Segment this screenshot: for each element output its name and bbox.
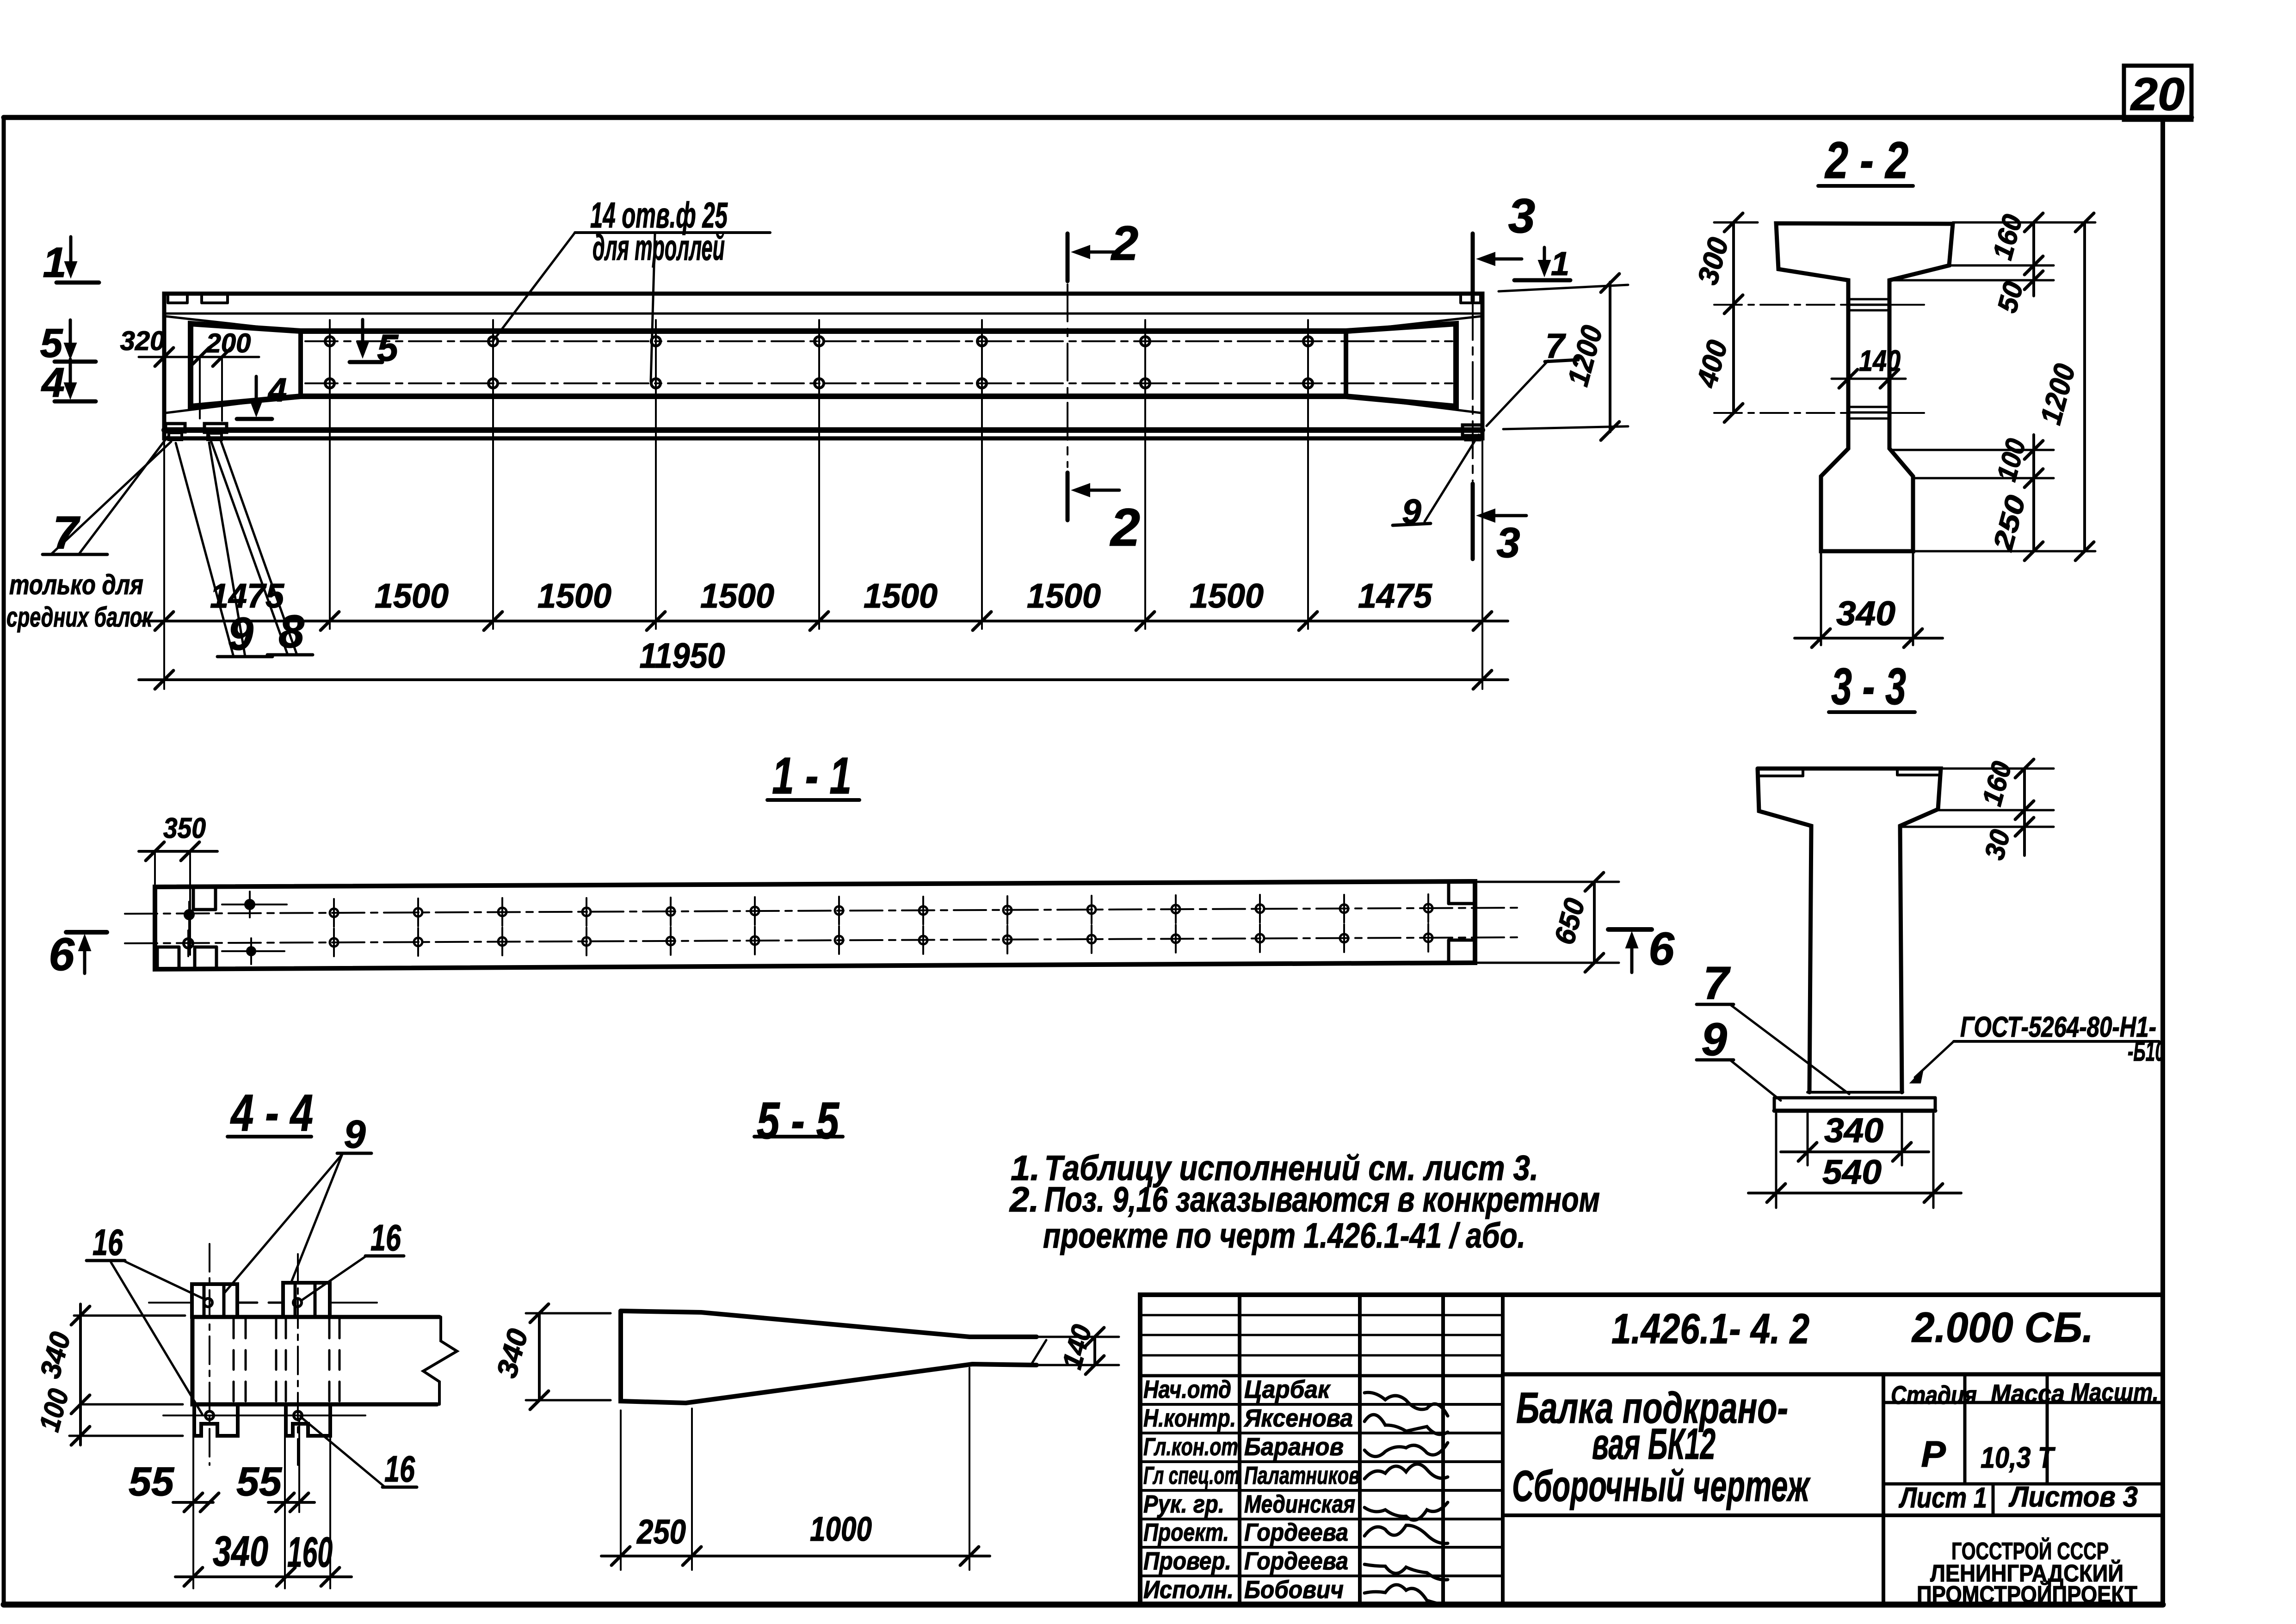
svg-text:Провер.: Провер. xyxy=(1143,1547,1231,1575)
svg-text:14 отв.ф 25: 14 отв.ф 25 xyxy=(590,195,728,235)
svg-text:4: 4 xyxy=(41,360,65,406)
svg-text:5 - 5: 5 - 5 xyxy=(757,1092,839,1150)
svg-text:Мединская: Мединская xyxy=(1244,1490,1355,1518)
svg-text:11950: 11950 xyxy=(640,636,725,676)
svg-text:1500: 1500 xyxy=(375,577,449,615)
svg-text:Лист 1: Лист 1 xyxy=(1899,1482,1987,1514)
svg-text:Рук. гр.: Рук. гр. xyxy=(1143,1490,1224,1518)
svg-text:вая БК12: вая БК12 xyxy=(1592,1420,1716,1469)
svg-text:ГОСТ-5264-80-Н1-: ГОСТ-5264-80-Н1- xyxy=(1960,1011,2156,1043)
svg-text:3: 3 xyxy=(1508,189,1535,243)
svg-text:1500: 1500 xyxy=(537,577,611,615)
svg-text:Масшт.: Масшт. xyxy=(2071,1378,2159,1407)
svg-text:4 - 4: 4 - 4 xyxy=(230,1084,313,1142)
svg-text:55: 55 xyxy=(129,1458,174,1504)
svg-text:2.000 СБ.: 2.000 СБ. xyxy=(1911,1304,2093,1351)
svg-text:320: 320 xyxy=(120,326,165,356)
svg-text:Царбак: Царбак xyxy=(1244,1376,1331,1403)
svg-text:1000: 1000 xyxy=(810,1510,872,1548)
svg-text:Гл.кон.от: Гл.кон.от xyxy=(1143,1433,1238,1461)
svg-text:1.: 1. xyxy=(1011,1149,1040,1188)
svg-text:Таблицу исполнений см. лист 3: Таблицу исполнений см. лист 3. xyxy=(1044,1149,1538,1188)
svg-text:20: 20 xyxy=(2130,68,2185,120)
svg-text:1475: 1475 xyxy=(1358,577,1433,615)
svg-text:9: 9 xyxy=(1701,1014,1727,1065)
svg-text:350: 350 xyxy=(163,812,206,844)
svg-text:5: 5 xyxy=(40,320,63,366)
svg-text:1: 1 xyxy=(43,239,66,286)
svg-text:1: 1 xyxy=(1551,246,1569,283)
svg-text:1500: 1500 xyxy=(864,577,938,615)
svg-text:Яксенова: Яксенова xyxy=(1243,1404,1353,1432)
svg-text:ПРОМСТРОЙПРОЕКТ: ПРОМСТРОЙПРОЕКТ xyxy=(1917,1581,2137,1608)
svg-text:250: 250 xyxy=(636,1513,686,1551)
svg-text:340: 340 xyxy=(1824,1111,1883,1150)
svg-text:2.: 2. xyxy=(1009,1180,1039,1219)
svg-text:2: 2 xyxy=(1111,216,1138,271)
svg-text:Листов 3: Листов 3 xyxy=(2008,1481,2138,1513)
svg-text:2 - 2: 2 - 2 xyxy=(1824,131,1908,189)
svg-text:Нач.отд: Нач.отд xyxy=(1143,1376,1231,1403)
svg-text:3 - 3: 3 - 3 xyxy=(1831,658,1906,715)
svg-text:Исполн.: Исполн. xyxy=(1143,1576,1234,1604)
svg-text:только для: только для xyxy=(9,569,143,600)
svg-text:1500: 1500 xyxy=(1190,577,1264,615)
svg-text:10,3 Т: 10,3 Т xyxy=(1981,1441,2055,1474)
svg-text:ГОССТРОЙ СССР: ГОССТРОЙ СССР xyxy=(1951,1538,2109,1565)
svg-text:16: 16 xyxy=(384,1448,415,1489)
svg-text:9: 9 xyxy=(344,1113,365,1156)
svg-text:Балка подкрано-: Балка подкрано- xyxy=(1516,1384,1788,1433)
svg-text:2: 2 xyxy=(1110,498,1140,557)
svg-text:340: 340 xyxy=(1836,594,1895,633)
svg-text:Поз. 9,16 заказываются в конкр: Поз. 9,16 заказываются в конкретном xyxy=(1044,1180,1600,1219)
svg-text:7: 7 xyxy=(53,507,80,559)
svg-text:3: 3 xyxy=(1496,519,1520,566)
svg-text:средних балок: средних балок xyxy=(6,602,153,633)
svg-text:Р: Р xyxy=(1921,1433,1946,1475)
svg-text:Бобович: Бобович xyxy=(1244,1576,1344,1604)
svg-text:Стадия: Стадия xyxy=(1891,1380,1977,1409)
svg-text:55: 55 xyxy=(236,1458,282,1504)
svg-text:Масса: Масса xyxy=(1991,1379,2065,1408)
svg-text:1500: 1500 xyxy=(700,577,774,615)
svg-text:Гордеева: Гордеева xyxy=(1244,1547,1348,1575)
svg-text:6: 6 xyxy=(49,929,75,980)
svg-text:200: 200 xyxy=(206,328,251,358)
svg-text:Н.контр.: Н.контр. xyxy=(1143,1404,1236,1432)
svg-text:1 - 1: 1 - 1 xyxy=(772,747,852,805)
svg-text:7: 7 xyxy=(1545,326,1566,365)
svg-text:Палатников: Палатников xyxy=(1244,1462,1360,1489)
svg-text:140: 140 xyxy=(1859,344,1901,377)
svg-text:Гордеева: Гордеева xyxy=(1244,1519,1348,1546)
svg-text:340: 340 xyxy=(213,1528,268,1575)
svg-text:16: 16 xyxy=(370,1217,401,1258)
svg-text:Баранов: Баранов xyxy=(1244,1433,1344,1461)
svg-text:Сборочный чертеж: Сборочный чертеж xyxy=(1512,1462,1811,1511)
svg-text:ЛЕНИНГРАДСКИЙ: ЛЕНИНГРАДСКИЙ xyxy=(1930,1560,2123,1587)
svg-text:Гл спец.от: Гл спец.от xyxy=(1143,1462,1240,1489)
svg-text:540: 540 xyxy=(1822,1153,1882,1191)
svg-text:Проект.: Проект. xyxy=(1143,1519,1229,1546)
svg-text:7: 7 xyxy=(1703,957,1731,1009)
svg-text:16: 16 xyxy=(93,1222,123,1263)
svg-text:1500: 1500 xyxy=(1027,577,1101,615)
svg-text:1.426.1- 4. 2: 1.426.1- 4. 2 xyxy=(1611,1305,1809,1353)
svg-text:160: 160 xyxy=(287,1529,333,1576)
svg-text:проекте по черт 1.426.1-41 / а: проекте по черт 1.426.1-41 / або. xyxy=(1043,1216,1525,1255)
svg-text:4: 4 xyxy=(267,372,287,409)
